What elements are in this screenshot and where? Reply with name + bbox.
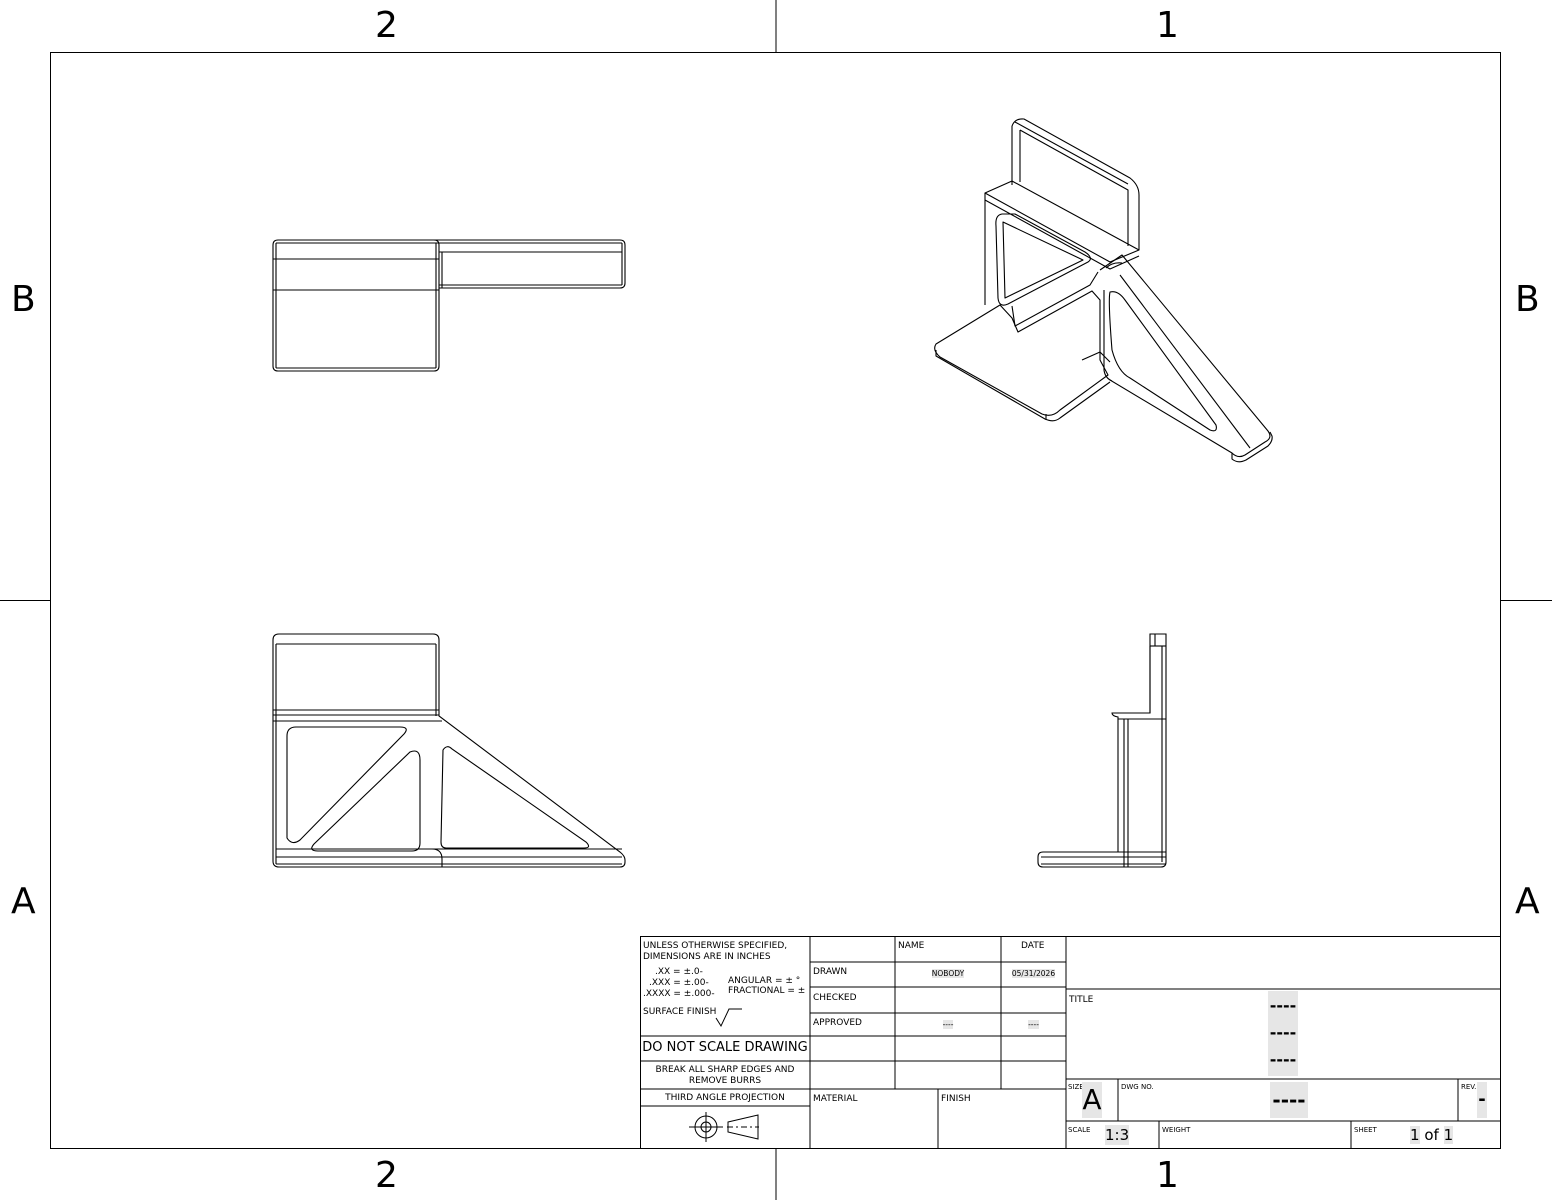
drawn-label: DRAWN <box>813 967 848 977</box>
isometric-view <box>934 118 1273 463</box>
scale-value: 1:3 <box>1105 1125 1130 1145</box>
material-label: MATERIAL <box>813 1094 858 1104</box>
drawn-by-value: NOBODY <box>931 969 965 978</box>
notes-line-2: DIMENSIONS ARE IN INCHES <box>643 952 771 962</box>
rev-value: - <box>1477 1082 1487 1118</box>
zone-label-top-2: 2 <box>375 5 398 46</box>
title-label: TITLE <box>1069 995 1094 1005</box>
drawn-date-value: 05/31/2026 <box>1011 969 1056 978</box>
rev-label: REV. <box>1461 1083 1477 1091</box>
title-block: UNLESS OTHERWISE SPECIFIED, DIMENSIONS A… <box>640 936 1501 1149</box>
sheet-label: SHEET <box>1354 1126 1377 1134</box>
tolerance-fractional: FRACTIONAL = ± <box>728 986 806 996</box>
title-line-1: ---- <box>1269 996 1297 1015</box>
top-view <box>272 239 626 372</box>
right-view <box>1037 633 1167 868</box>
title-line-3: ---- <box>1269 1050 1297 1069</box>
title-block-grid <box>640 936 1501 1149</box>
sheet-number: 1 <box>1410 1126 1420 1144</box>
notes-line-1: UNLESS OTHERWISE SPECIFIED, <box>643 941 788 951</box>
approved-date-value: ---- <box>1028 1020 1039 1029</box>
dwg-no-label: DWG NO. <box>1121 1083 1154 1091</box>
zone-label-left-b: B <box>11 279 36 320</box>
weight-label: WEIGHT <box>1162 1126 1191 1134</box>
third-angle-projection-icon <box>689 1112 759 1142</box>
tolerance-xxx: .XXX = ±.00- <box>649 978 709 988</box>
scale-label: SCALE <box>1068 1126 1091 1134</box>
zone-label-bottom-2: 2 <box>375 1155 398 1196</box>
approved-by-value: ---- <box>942 1020 954 1029</box>
tolerance-angular: ANGULAR = ± ° <box>728 976 801 986</box>
tolerance-xxxx: .XXXX = ±.000- <box>643 989 715 999</box>
zone-label-bottom-1: 1 <box>1156 1155 1179 1196</box>
dwg-no-value: ---- <box>1270 1082 1308 1118</box>
sheet-of: of <box>1424 1126 1439 1144</box>
zone-label-right-b: B <box>1515 279 1540 320</box>
approved-label: APPROVED <box>813 1018 862 1028</box>
zone-label-left-a: A <box>11 881 36 922</box>
break-edges-line-1: BREAK ALL SHARP EDGES AND <box>655 1065 795 1075</box>
zone-label-right-a: A <box>1515 881 1540 922</box>
projection-label: THIRD ANGLE PROJECTION <box>665 1093 785 1103</box>
date-header: DATE <box>1021 941 1045 951</box>
title-line-2: ---- <box>1269 1023 1297 1042</box>
surface-finish-label: SURFACE FINISH <box>643 1007 717 1017</box>
size-value: A <box>1082 1082 1102 1118</box>
size-label: SIZE <box>1068 1083 1084 1091</box>
name-header: NAME <box>898 941 925 951</box>
sheet-value: 1 of 1 <box>1410 1125 1454 1145</box>
break-edges-line-2: REMOVE BURRS <box>688 1076 762 1086</box>
finish-label: FINISH <box>941 1094 971 1104</box>
surface-finish-icon <box>715 1008 742 1028</box>
do-not-scale-note: DO NOT SCALE DRAWING <box>642 1040 808 1055</box>
checked-label: CHECKED <box>813 993 857 1003</box>
sheet-total: 1 <box>1443 1126 1454 1144</box>
tolerance-xx: .XX = ±.0- <box>655 967 703 977</box>
zone-label-top-1: 1 <box>1156 5 1179 46</box>
front-view <box>272 633 626 868</box>
title-field: ---- ---- ---- <box>1268 991 1298 1076</box>
